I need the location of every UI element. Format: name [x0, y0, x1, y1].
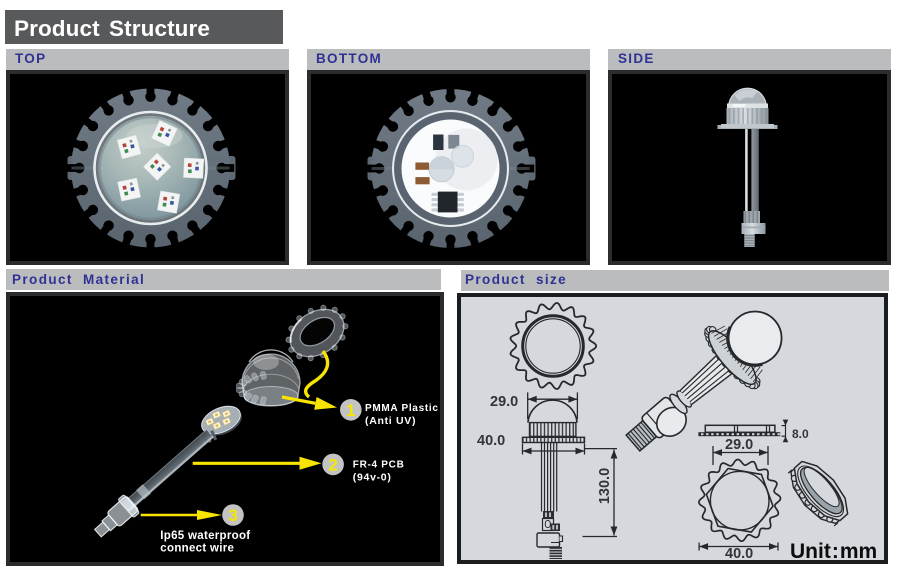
svg-text:connect wire: connect wire — [160, 543, 234, 555]
svg-text:Unit:mm: Unit:mm — [790, 540, 877, 560]
svg-text:2: 2 — [328, 455, 337, 474]
svg-text:Ip65 waterproof: Ip65 waterproof — [160, 530, 250, 542]
svg-text:29.0: 29.0 — [725, 437, 753, 453]
svg-text:40.0: 40.0 — [725, 546, 753, 560]
svg-text:3: 3 — [228, 506, 237, 525]
svg-text:(94v-0): (94v-0) — [353, 472, 392, 484]
svg-text:40.0: 40.0 — [477, 433, 505, 449]
svg-text:1: 1 — [346, 401, 355, 420]
svg-text:8.0: 8.0 — [792, 427, 809, 441]
svg-text:29.0: 29.0 — [490, 394, 518, 410]
svg-text:PMMA Plastic: PMMA Plastic — [365, 403, 439, 414]
svg-text:130.0: 130.0 — [597, 468, 613, 504]
svg-text:(Anti UV): (Anti UV) — [365, 415, 416, 427]
svg-text:FR-4 PCB: FR-4 PCB — [353, 460, 405, 471]
